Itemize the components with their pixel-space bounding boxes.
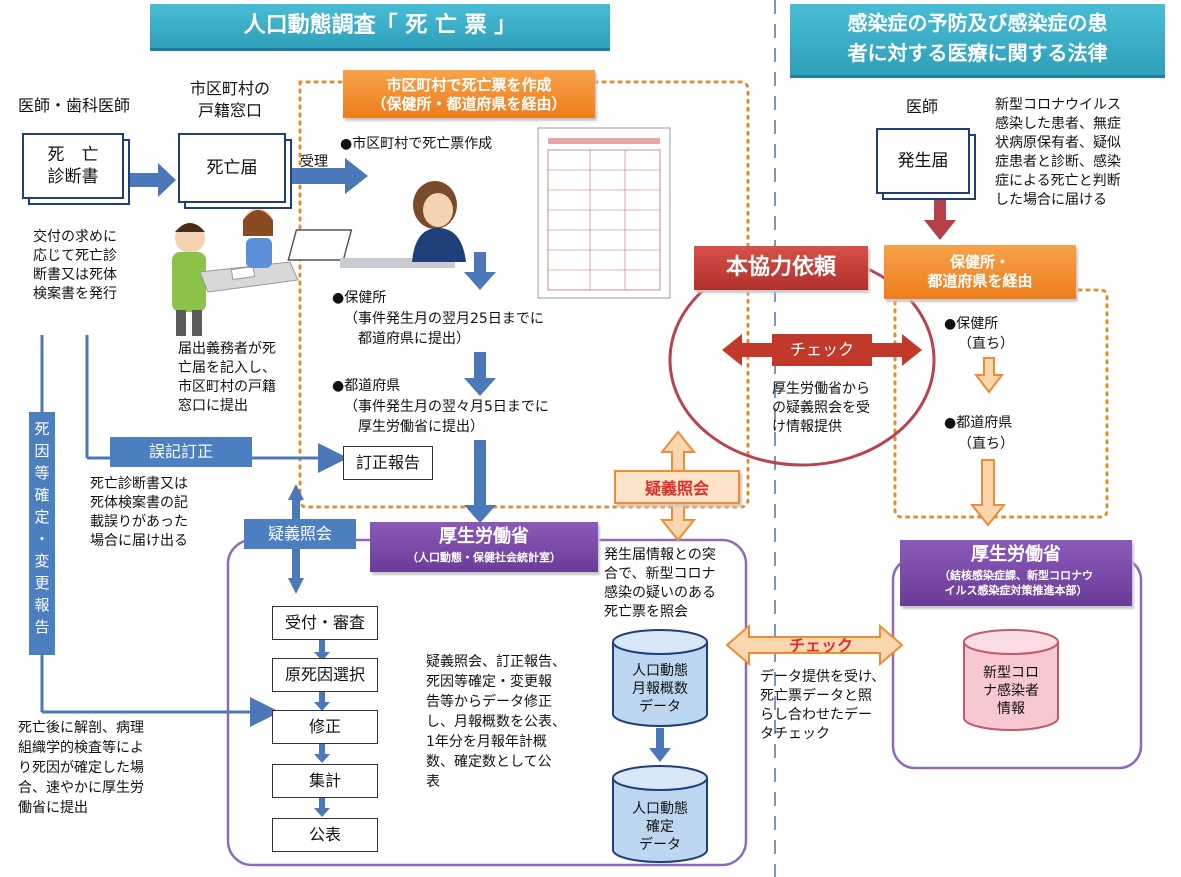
header-infectious-disease-law: 感染症の予防及び感染症の患 者に対する医療に関する法律 — [790, 4, 1165, 78]
mhlw-left-sub: （人口動態・保健社会統計室） — [407, 551, 561, 564]
process-step-correction: 修正 — [272, 710, 378, 744]
inquiry-label-orange: 疑義照会 — [614, 470, 740, 504]
check-note-2: データ提供を受け、 死亡票データと照 らし合わせたデー タチェック — [760, 669, 886, 742]
header-vital-statistics: 人口動態調査「 死 亡 票 」 — [150, 4, 610, 51]
step-prefecture: ●都道府県 — [332, 378, 401, 394]
arrow-down-pref — [464, 352, 496, 396]
step-health-center: ●保健所 — [332, 290, 387, 306]
certificate-note: 交付の求めに 応じて死亡診 断書又は死体 検案書を発行 — [33, 229, 117, 302]
process-step-aggregation: 集計 — [272, 764, 378, 798]
right-direct-1: （直ち） — [958, 336, 1014, 352]
registry-window-label: 市区町村の 戸籍窓口 — [190, 79, 271, 120]
right-prefecture: ●都道府県 — [944, 415, 1013, 431]
arrow-report-to-municipal — [288, 158, 368, 194]
covid-patient-cylinder: 新型コロ ナ感染者 情報 — [962, 628, 1060, 732]
outbreak-report-doc: 発生届 — [876, 128, 976, 200]
monthly-data-cylinder: 人口動態 月報概数 データ — [611, 628, 709, 728]
mhlw-left-title: 厚生労働省 — [439, 526, 529, 547]
death-certificate-doc: 死 亡 診断書 — [22, 133, 130, 205]
process-step-publication: 公表 — [272, 818, 378, 852]
process-step-cause-selection: 原死因選択 — [272, 658, 378, 692]
counter-illustration — [172, 208, 299, 336]
arrow-down-mhlw — [464, 440, 496, 523]
municipal-death-record-box: 市区町村で死亡票を作成 （保健所・都道府県を経由） — [343, 70, 595, 118]
right-via-box: 保健所・ 都道府県を経由 — [884, 245, 1076, 299]
cause-determination-report-vertical: 死 因 等 確 定 ・ 変 更 報 告 — [29, 412, 55, 655]
process-step-receive: 受付・審査 — [272, 606, 378, 640]
proc-arrow-4 — [314, 796, 330, 817]
correction-label: 誤記訂正 — [110, 437, 252, 467]
cooperation-request-box: 本協力依頼 — [694, 246, 868, 290]
right-doctor-note: 新型コロナウイルス 感染した患者、無症 状病原保有者、疑似 症患者と診断、感染 … — [995, 97, 1121, 208]
municipal-dotted-frame — [298, 80, 750, 509]
death-report-doc: 死亡届 — [178, 133, 292, 209]
check-label-2: チェック — [788, 636, 853, 655]
arrow-right-down-1 — [973, 357, 1005, 394]
mhlw-left-box: 厚生労働省 （人口動態・保健社会統計室） — [370, 522, 598, 572]
process-note: 疑義照会、訂正報告、 死因等確定・変更報 告等からデータ修正 し、月報概数を公表… — [426, 654, 566, 790]
right-health-center: ●保健所 — [944, 316, 999, 332]
worker-illustration — [287, 181, 466, 268]
proc-arrow-1 — [314, 640, 330, 661]
match-note: 発生届情報との突 合で、新型コロナ 感染の疑いのある 死亡票を照会 — [604, 547, 716, 620]
mhlw-right-sub: （結核感染症課、新型コロナウ イルス感染症対策推進本部） — [939, 569, 1093, 597]
arrow-check-orange — [725, 623, 904, 667]
step-health-center-note: （事件発生月の翌月25日までに 都道府県に提出） — [344, 311, 544, 347]
proc-arrow-2 — [314, 690, 330, 711]
arrow-cert-to-report — [128, 163, 176, 197]
right-doctor-label: 医師 — [906, 97, 939, 116]
right-direct-2: （直ち） — [958, 436, 1014, 452]
check-note-1: 厚生労働省から の疑義照会を受 け情報提供 — [772, 381, 870, 435]
accept-label: 受理 — [300, 154, 328, 170]
cause-note: 死亡後に解剖、病理 組織学的検査等によ り死因が確定した場 合、速やかに厚生労 … — [18, 720, 144, 816]
death-record-form-image — [537, 127, 671, 299]
step-municipal: ●市区町村で死亡票作成 — [340, 136, 493, 152]
mhlw-right-box: 厚生労働省 （結核感染症課、新型コロナウ イルス感染症対策推進本部） — [900, 540, 1132, 606]
arrow-down-health — [464, 252, 496, 290]
arrow-outbreak-down — [924, 197, 956, 240]
registry-note: 届出義務者が死 亡届を記入し、 市区町村の戸籍 窓口に提出 — [178, 341, 276, 414]
prefecture-dotted-frame — [893, 288, 1109, 519]
proc-arrow-3 — [314, 742, 330, 763]
step-prefecture-note: （事件発生月の翌々月5日までに 厚生労働省に提出） — [344, 399, 549, 435]
mhlw-right-title: 厚生労働省 — [971, 544, 1061, 565]
final-data-cylinder: 人口動態 確定 データ — [611, 764, 709, 864]
inquiry-label-blue: 疑義照会 — [244, 519, 356, 549]
doctor-dentist-label: 医師・歯科医師 — [18, 96, 131, 115]
correction-note: 死亡診断書又は 死体検案書の記 載誤りがあった 場合に届け出る — [90, 476, 188, 549]
cyl-arrow — [649, 728, 671, 762]
correction-report-box: 訂正報告 — [343, 446, 433, 480]
arrow-right-down-2 — [969, 459, 1007, 527]
check-label-1: チェック — [772, 334, 872, 366]
